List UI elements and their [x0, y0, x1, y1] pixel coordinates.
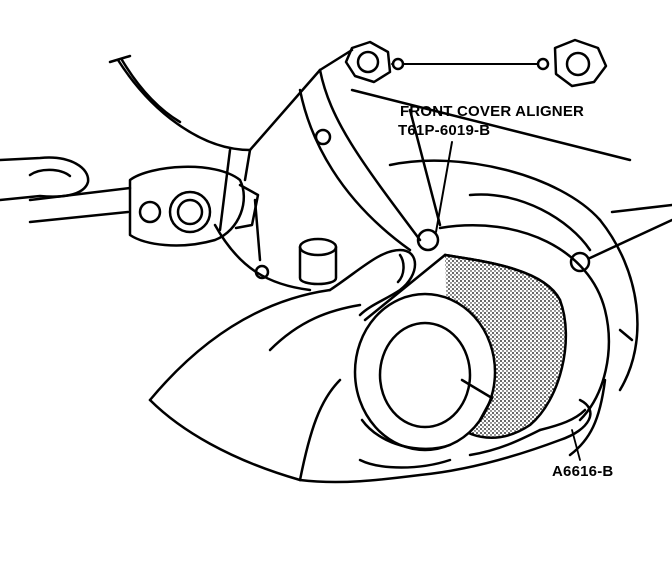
figure-leader-line	[571, 429, 581, 461]
figure-id-label: A6616-B	[552, 463, 614, 480]
dowel-pin-right	[569, 251, 591, 273]
socket-spacer	[298, 237, 338, 286]
bolt-head-right	[553, 38, 608, 88]
ratchet-wrench	[28, 165, 260, 247]
bolt-head-left	[344, 40, 392, 84]
bolt-connector-line	[391, 57, 550, 71]
right-hand	[148, 248, 592, 484]
ratchet-selector-icon	[138, 200, 162, 224]
dowel-pin-upper	[314, 128, 332, 146]
cover-seal-ring	[438, 224, 611, 422]
front-cover-aligner-tool	[353, 253, 568, 452]
dowel-pin-left	[254, 264, 270, 280]
left-hand	[0, 156, 90, 202]
engine-block-casting	[108, 48, 672, 457]
leader-line	[435, 141, 453, 233]
tool-number-label: T61P-6019-B	[398, 122, 491, 139]
tool-name-label: FRONT COVER ALIGNER	[400, 103, 585, 120]
dowel-pin-center	[416, 228, 440, 252]
